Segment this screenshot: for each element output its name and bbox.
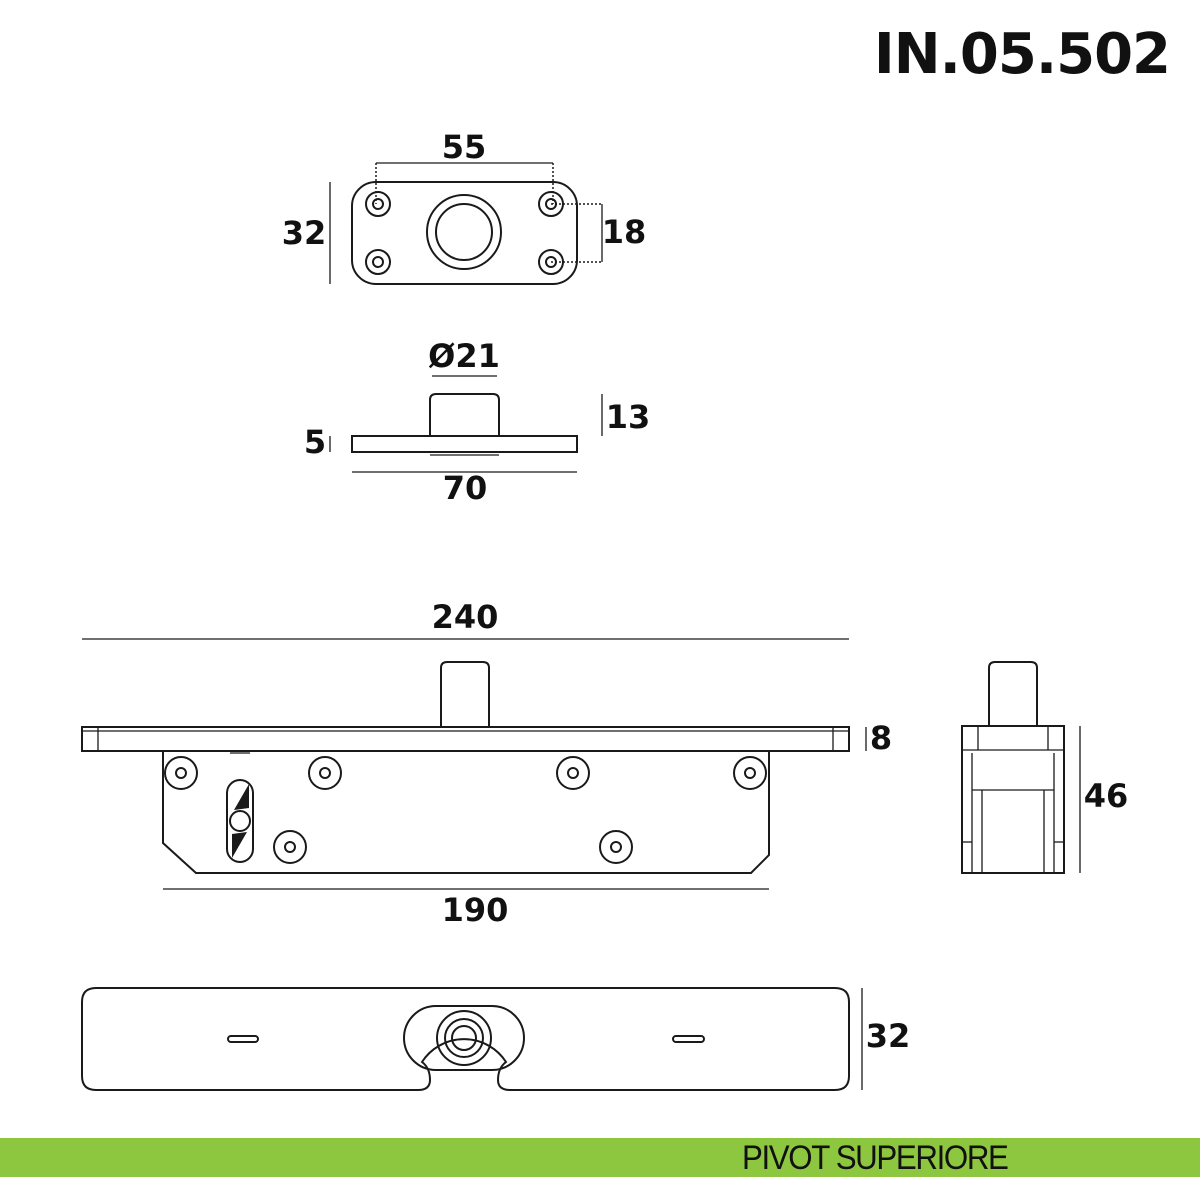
svg-text:18: 18: [602, 213, 647, 251]
screw-icon: [164, 756, 198, 790]
dimension-13: 13: [601, 394, 651, 436]
screw-icon: [308, 756, 342, 790]
dimension-70: 70: [352, 469, 577, 507]
screw-icon: [556, 756, 590, 790]
screw-icon: [599, 830, 633, 864]
dimension-32-bottom: 32: [861, 988, 911, 1090]
svg-text:70: 70: [443, 469, 488, 507]
end-view: [961, 661, 1065, 874]
svg-text:46: 46: [1084, 777, 1129, 815]
adjustment-slot: [226, 779, 254, 863]
svg-text:13: 13: [606, 398, 651, 436]
svg-text:32: 32: [866, 1017, 911, 1055]
svg-text:5: 5: [304, 423, 326, 461]
product-code: IN.05.502: [873, 22, 1171, 87]
dimension-190: 190: [163, 888, 769, 929]
dimension-5: 5: [304, 423, 331, 461]
dimension-32-top: 32: [282, 182, 331, 284]
svg-text:8: 8: [870, 719, 892, 757]
top-view-plate: [351, 181, 578, 285]
dimension-18: 18: [551, 203, 647, 263]
screw-icon: [733, 756, 767, 790]
dimension-46: 46: [1079, 726, 1129, 873]
svg-text:55: 55: [442, 128, 487, 166]
dimension-55: 55: [375, 128, 554, 204]
dimension-diameter-21: Ø21: [428, 337, 500, 377]
side-view: [351, 393, 578, 456]
dimension-240: 240: [82, 598, 849, 640]
front-view: [81, 661, 850, 874]
footer-bar: PIVOT SUPERIORE: [0, 1138, 1200, 1177]
screw-icon: [273, 830, 307, 864]
dimension-8: 8: [865, 719, 892, 757]
svg-text:240: 240: [432, 598, 499, 636]
svg-text:Ø21: Ø21: [428, 337, 500, 375]
svg-text:32: 32: [282, 214, 327, 252]
footer-title: PIVOT SUPERIORE: [742, 1139, 1009, 1177]
bottom-view: [81, 987, 850, 1091]
svg-text:190: 190: [442, 891, 509, 929]
